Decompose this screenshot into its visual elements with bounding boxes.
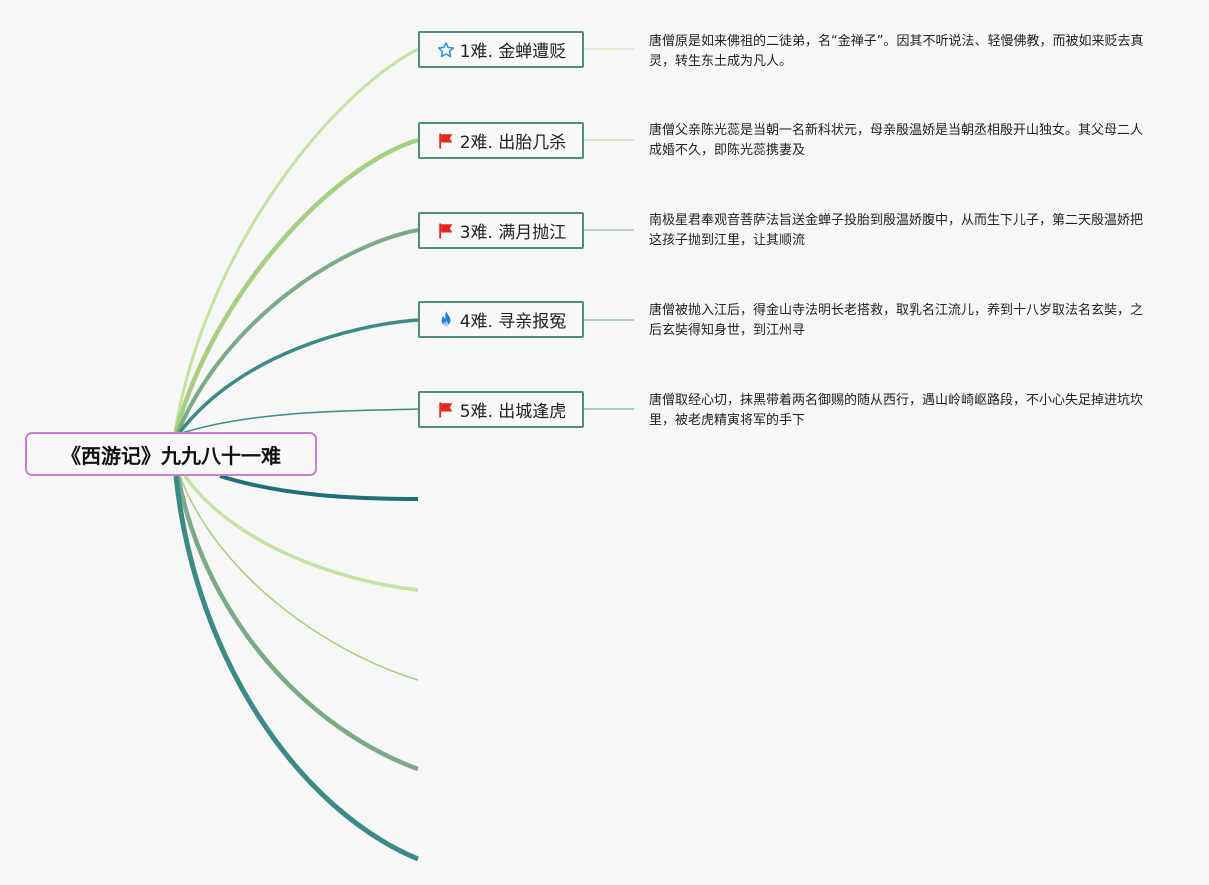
topic-5-label: 5难. 出城逢虎 xyxy=(459,402,567,422)
red-flag-icon xyxy=(436,131,456,151)
topic-1-label: 1难. 金蝉遭贬 xyxy=(459,42,567,62)
topic-3-note: 南极星君奉观音菩萨法旨送金蝉子投胎到殷温娇腹中，从而生下儿子，第二天殷温娇把这孩… xyxy=(649,213,1144,248)
topic-4-note: 唐僧被抛入江后，得金山寺法明长老搭救，取乳名江流儿，养到十八岁取法名玄奘，之后玄… xyxy=(649,303,1144,338)
branch-3 xyxy=(176,228,419,433)
branch-6 xyxy=(219,474,419,501)
topic-1-note: 唐僧原是如来佛祖的二徒弟，名“金禅子”。因其不听说法、轻慢佛教，而被如来贬去真灵… xyxy=(649,34,1144,69)
topic-5-note: 唐僧取经心切，抹黑带着两名御赐的随从西行，遇山岭崎岖路段，不小心失足掉进坑坎里，… xyxy=(649,393,1144,428)
branch-10 xyxy=(173,475,419,862)
topic-4[interactable]: 4难. 寻亲报冤 xyxy=(418,301,584,338)
branch-1 xyxy=(173,47,419,433)
red-flag-icon xyxy=(436,400,456,420)
fire-icon xyxy=(436,310,456,330)
topic-2-note: 唐僧父亲陈光蕊是当朝一名新科状元，母亲殷温娇是当朝丞相殷开山独女。其父母二人成婚… xyxy=(649,123,1144,158)
topic-3[interactable]: 3难. 满月抛江 xyxy=(418,212,584,249)
root-topic[interactable]: 《西游记》九九八十一难 xyxy=(25,432,317,476)
topic-5[interactable]: 5难. 出城逢虎 xyxy=(418,391,584,428)
branch-9 xyxy=(175,475,419,772)
branch-7 xyxy=(183,474,419,592)
branch-5 xyxy=(181,408,419,434)
topic-2-label: 2难. 出胎几杀 xyxy=(459,133,567,153)
topic-3-label: 3难. 满月抛江 xyxy=(459,223,567,243)
branch-2 xyxy=(173,137,419,433)
topic-4-label: 4难. 寻亲报冤 xyxy=(459,312,567,332)
topic-1[interactable]: 1难. 金蝉遭贬 xyxy=(418,31,584,68)
topic-2[interactable]: 2难. 出胎几杀 xyxy=(418,122,584,159)
branch-8 xyxy=(179,475,419,681)
star-icon xyxy=(436,40,456,60)
root-title: 《西游记》九九八十一难 xyxy=(61,443,281,468)
red-flag-icon xyxy=(436,221,456,241)
branch-4 xyxy=(178,318,419,434)
